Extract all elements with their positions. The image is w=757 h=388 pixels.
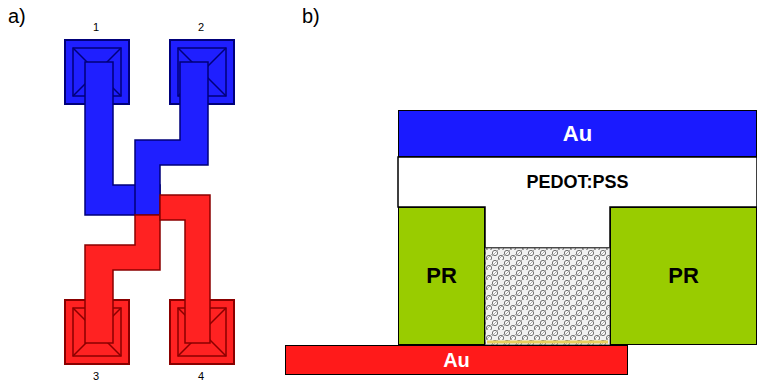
electrode-trace [160,195,210,343]
layer-label: Au [443,349,470,372]
pad-number: 4 [198,371,204,382]
layer-label: PR [426,263,457,289]
electrode-trace [85,215,160,343]
gold-electrode: Au [285,345,628,375]
electrode-trace [135,62,208,215]
layer-label: PR [668,263,699,289]
pad-number: 2 [198,22,204,33]
electrode-layout [65,40,234,364]
pad-number: 3 [93,371,99,382]
layer-label: PEDOT:PSS [526,172,628,193]
nanotube-film [485,248,610,345]
nanotube-base [487,341,608,344]
gold-electrode: Au [398,110,757,157]
pad-number: 1 [93,22,99,33]
panel-letter: b) [302,6,320,26]
panel-letter: a) [8,6,26,26]
photoresist-block: PR [398,207,485,345]
pedot-layer-label: PEDOT:PSS [398,157,757,207]
photoresist-block: PR [610,207,757,345]
layer-label: Au [563,121,592,147]
